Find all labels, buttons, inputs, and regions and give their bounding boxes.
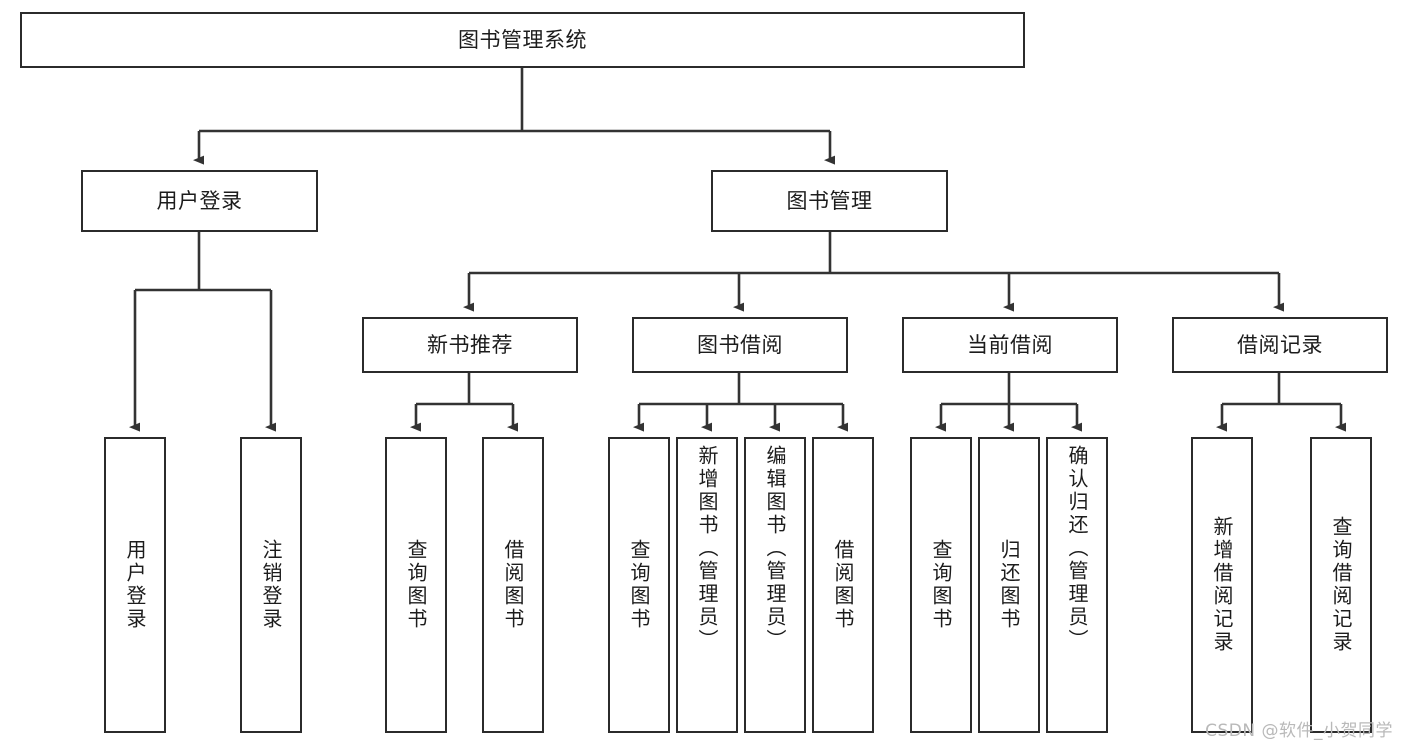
node-label: 用户登录 bbox=[123, 539, 147, 631]
node-label: 查询图书 bbox=[627, 539, 651, 631]
watermark-text: CSDN @软件_小贺同学 bbox=[1205, 721, 1393, 741]
node-label: 编辑图书（管理员） bbox=[763, 445, 787, 652]
node-root-system[interactable]: 图书管理系统 bbox=[20, 12, 1025, 68]
leaf-query-book-newbook[interactable]: 查询图书 bbox=[385, 437, 447, 733]
node-label: 借阅图书 bbox=[831, 539, 855, 631]
leaf-user-login[interactable]: 用户登录 bbox=[104, 437, 166, 733]
node-book-borrow[interactable]: 图书借阅 bbox=[632, 317, 848, 373]
leaf-borrow-book-newbook[interactable]: 借阅图书 bbox=[482, 437, 544, 733]
leaf-add-borrow-record[interactable]: 新增借阅记录 bbox=[1191, 437, 1253, 733]
node-label: 新增借阅记录 bbox=[1210, 516, 1234, 654]
leaf-logout[interactable]: 注销登录 bbox=[240, 437, 302, 733]
node-label: 图书管理 bbox=[786, 188, 873, 213]
node-current-borrow[interactable]: 当前借阅 bbox=[902, 317, 1118, 373]
node-label: 归还图书 bbox=[997, 539, 1021, 631]
node-label: 新书推荐 bbox=[427, 332, 513, 357]
node-label: 查询借阅记录 bbox=[1329, 516, 1353, 654]
node-book-management[interactable]: 图书管理 bbox=[711, 170, 948, 232]
leaf-confirm-return-admin[interactable]: 确认归还（管理员） bbox=[1046, 437, 1108, 733]
leaf-query-book-borrow[interactable]: 查询图书 bbox=[608, 437, 670, 733]
node-label: 借阅图书 bbox=[501, 539, 525, 631]
node-label: 确认归还（管理员） bbox=[1065, 445, 1089, 652]
node-label: 用户登录 bbox=[156, 188, 243, 213]
node-label: 当前借阅 bbox=[967, 332, 1053, 357]
node-new-book-recommend[interactable]: 新书推荐 bbox=[362, 317, 578, 373]
node-label: 注销登录 bbox=[259, 539, 283, 631]
leaf-query-book-current[interactable]: 查询图书 bbox=[910, 437, 972, 733]
node-label: 图书管理系统 bbox=[458, 27, 587, 52]
leaf-edit-book-admin[interactable]: 编辑图书（管理员） bbox=[744, 437, 806, 733]
leaf-return-book[interactable]: 归还图书 bbox=[978, 437, 1040, 733]
leaf-borrow-book[interactable]: 借阅图书 bbox=[812, 437, 874, 733]
node-user-login[interactable]: 用户登录 bbox=[81, 170, 318, 232]
leaf-add-book-admin[interactable]: 新增图书（管理员） bbox=[676, 437, 738, 733]
leaf-query-borrow-record[interactable]: 查询借阅记录 bbox=[1310, 437, 1372, 733]
node-label: 图书借阅 bbox=[697, 332, 783, 357]
node-label: 借阅记录 bbox=[1237, 332, 1323, 357]
node-borrow-records[interactable]: 借阅记录 bbox=[1172, 317, 1388, 373]
node-label: 查询图书 bbox=[929, 539, 953, 631]
node-label: 查询图书 bbox=[404, 539, 428, 631]
node-label: 新增图书（管理员） bbox=[695, 445, 719, 652]
